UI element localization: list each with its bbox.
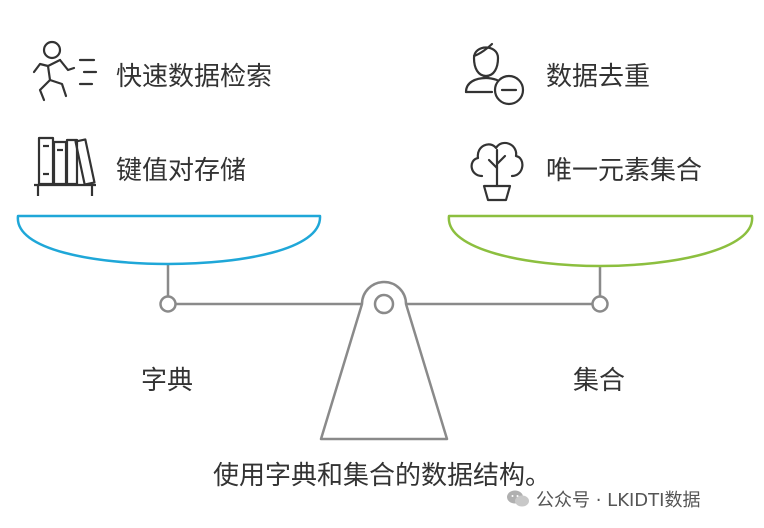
feature-label-fast-retrieval: 快速数据检索 <box>116 62 273 92</box>
watermark-text: 公众号 · LKIDTI数据 <box>536 490 701 511</box>
fulcrum <box>319 280 449 441</box>
right-pan <box>447 214 754 268</box>
feature-label-unique-set: 唯一元素集合 <box>546 156 703 186</box>
wechat-icon <box>507 490 529 507</box>
fulcrum-pivot <box>373 293 395 315</box>
right-pivot <box>591 295 609 313</box>
left-pan <box>16 214 322 266</box>
tree-plant-icon <box>470 141 524 202</box>
bookshelf-icon <box>34 136 96 196</box>
caption: 使用字典和集合的数据结构。 <box>212 461 551 491</box>
watermark: 公众号 · LKIDTI数据 <box>506 488 701 511</box>
runner-icon <box>32 40 98 102</box>
feature-label-deduplication: 数据去重 <box>546 62 651 92</box>
left-pivot <box>159 295 177 313</box>
right-pan-label: 集合 <box>573 366 626 396</box>
left-pan-label: 字典 <box>141 366 194 396</box>
person-minus-icon <box>464 42 525 106</box>
feature-label-key-value-storage: 键值对存储 <box>116 156 247 186</box>
